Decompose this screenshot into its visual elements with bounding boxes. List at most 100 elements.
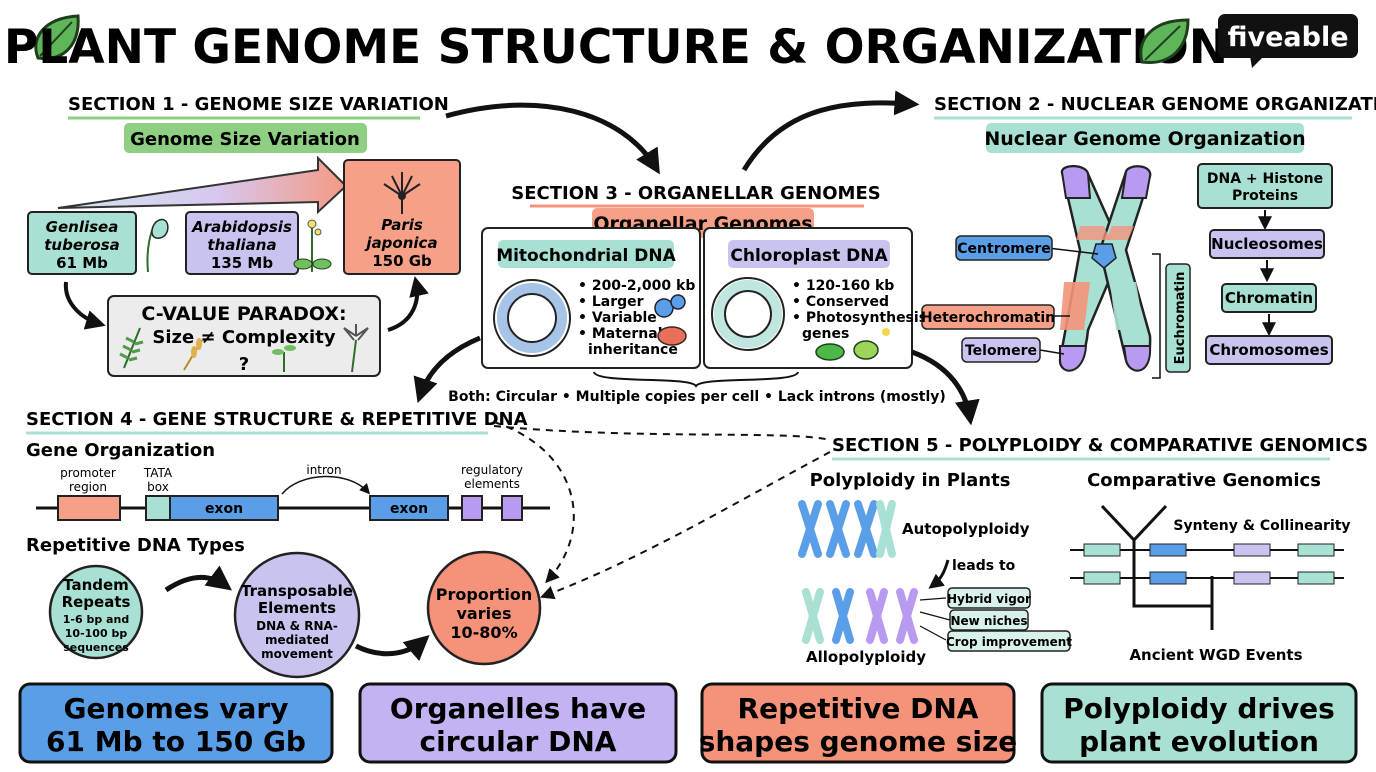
paradox-question: ? [239,354,249,375]
mito-item-2: • Larger [578,294,644,310]
proportion-circle [426,550,542,666]
takeaway-3-line2: shapes genome size [699,725,1018,758]
section1-heading: SECTION 1 - GENOME SIZE VARIATION [68,94,449,115]
section5-heading: SECTION 5 - POLYPLOIDY & COMPARATIVE GEN… [832,435,1368,456]
regulatory-label-1: regulatory [461,463,523,477]
arabidopsis-size: 135 Mb [211,254,273,272]
repetitive-dna-label: Repetitive DNA Types [26,535,245,556]
tata-label-2: box [147,480,169,494]
outcome-1-label: Hybrid vigor [947,592,1031,606]
chloro-circular-dna-icon [711,277,785,351]
paris-size: 150 Gb [372,252,432,270]
section2-label: Nuclear Genome Organization [984,128,1305,150]
synteny-blocks [1070,543,1344,585]
chloro-item-1: • 120-160 kb [792,278,894,294]
c-value-paradox-box [107,295,381,377]
dashed-link-section4-section5 [493,425,831,441]
autopolyploid-chromosomes [798,500,896,558]
takeaway-4-line2: plant evolution [1079,725,1319,758]
promoter-label-1: promoter [60,466,116,480]
chromatin-hierarchy: DNA + Histone Proteins Nucleosomes Chrom… [1197,163,1333,365]
brand-logo: fiveable [1218,14,1358,68]
euchromatin-label: Euchromatin [1173,272,1188,365]
phylogeny-tree [1100,504,1214,630]
arrow-section3-section5 [911,349,980,426]
paris-box [343,159,461,275]
chloro-item-4: genes [802,326,849,342]
dashed-arrow-section4-proportion [493,421,575,584]
regulatory-label-2: elements [464,477,520,491]
paris-plant-icon [383,172,421,214]
outcome-3-label: Crop improvement [946,635,1072,649]
intron-label: intron [306,463,341,477]
tandem-5: sequences [63,641,129,654]
takeaway-2-line2: circular DNA [420,725,617,758]
transposable-4: mediated [265,633,329,647]
arrow-genlisea-paradox [63,281,106,330]
wheat-icon [183,338,203,371]
transposable-5: movement [261,647,333,661]
leaf-icon-right [1139,18,1190,64]
genlisea-name1: Genlisea [46,218,119,236]
chromosome-illustration [1058,165,1152,372]
section1-label: Genome Size Variation [130,129,360,150]
paris-name1: Paris [381,216,423,234]
mito-item-5: inheritance [588,342,678,358]
chloro-title-box [728,240,890,268]
page-title: PLANT GENOME STRUCTURE & ORGANIZATION [4,20,1228,75]
paradox-subtitle: Size ≠ Complexity [152,327,335,348]
mito-title: Mitochondrial DNA [496,246,676,266]
mito-title-box [498,240,674,268]
chloroplast-organelle-icon [815,328,890,361]
hierarchy-dna-2: Proteins [1232,188,1298,204]
mito-item-4: • Maternal [578,326,663,342]
tandem-2: Repeats [62,593,131,611]
heterochromatin-label: Heterochromatin [921,310,1055,326]
comparative-genomics-title: Comparative Genomics [1087,470,1321,491]
tandem-1: Tandem [63,576,129,594]
exon-2-label: exon [390,501,428,517]
genlisea-plant-icon [146,218,169,273]
genlisea-box [27,211,137,275]
takeaway-1-line2: 61 Mb to 150 Gb [46,725,306,758]
organellar-common-traits: Both: Circular • Multiple copies per cel… [448,389,946,405]
wgd-label: Ancient WGD Events [1129,646,1302,664]
transposable-elements-circle [233,551,361,679]
gene-structure: promoter region TATA box intron regulato… [36,463,550,521]
chloro-item-2: • Conserved [792,294,889,310]
section3-heading: SECTION 3 - ORGANELLAR GENOMES [511,183,880,204]
mito-item-3: • Variable [578,310,657,326]
paris-name2: japonica [364,234,437,252]
section2-heading: SECTION 2 - NUCLEAR GENOME ORGANIZATION [934,94,1376,115]
leads-to-label: leads to [952,558,1016,574]
tandem-repeats-circle [48,564,144,660]
genlisea-name2: tuberosa [44,236,120,254]
outcome-2-label: New niches [950,614,1027,628]
takeaway-card-3: Repetitive DNA shapes genome size [699,682,1018,764]
synteny-label: Synteny & Collinearity [1173,518,1350,534]
size-gradient-arrow [57,155,348,215]
dashed-arrow-section5-proportion [540,451,831,600]
centromere-tag [955,235,1053,261]
arrow-transposable-proportion [354,635,430,661]
arrow-tandem-transposable [164,565,233,593]
brand-name: fiveable [1227,22,1348,53]
tandem-4: 10-100 bp [65,627,128,640]
mito-item-1: • 200-2,000 kb [578,278,695,294]
tata-label-1: TATA [143,466,173,480]
autopolyploidy-label: Autopolyploidy [902,520,1030,538]
mito-organelle-icon [654,294,687,346]
arabidopsis-box [185,211,299,275]
euchromatin-tag [1165,263,1191,373]
gene-organization-label: Gene Organization [26,440,215,461]
fern-icon [119,327,144,369]
paradox-title: C-VALUE PARADOX: [141,303,346,325]
arrow-section1-section3 [445,102,660,175]
hierarchy-chromatin: Chromatin [1225,289,1313,307]
lily-icon [343,324,369,373]
proportion-1: Proportion [436,585,532,604]
section1-label-box [124,123,367,153]
arabidopsis-name2: thaliana [207,236,276,254]
hierarchy-nucleosomes: Nucleosomes [1211,235,1323,253]
polyploidy-title: Polyploidy in Plants [810,470,1011,491]
